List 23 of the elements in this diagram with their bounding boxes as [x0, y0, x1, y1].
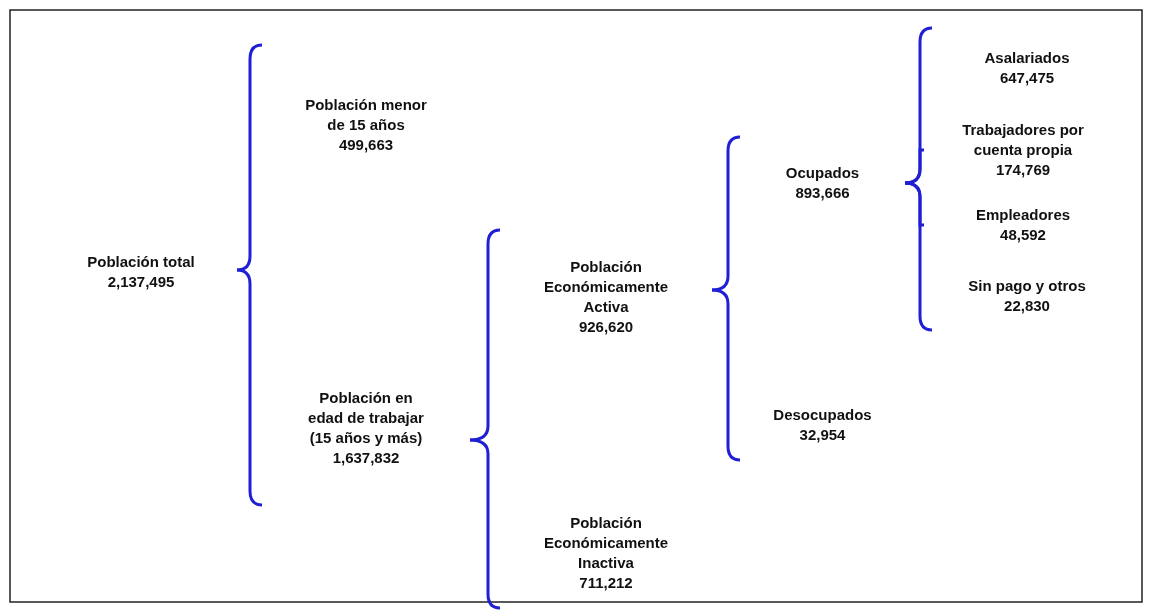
count-value: 22,830: [1004, 296, 1050, 316]
category-label: Población Económicamente Inactiva: [542, 513, 670, 573]
category-label: Ocupados: [785, 163, 860, 183]
count-value: 48,592: [1000, 225, 1046, 245]
count-value: 926,620: [578, 317, 634, 337]
count-value: 893,666: [795, 183, 850, 203]
category-label: Asalariados: [984, 48, 1070, 68]
count-value: 32,954: [799, 425, 846, 445]
category-label: Población Económicamente Activa: [542, 257, 670, 317]
category-label: Población en edad de trabajar (15 años y más): [307, 388, 425, 448]
count-value: 647,475: [999, 68, 1055, 88]
category-label: Población total: [87, 252, 195, 272]
count-value: 711,212: [579, 573, 633, 593]
count-value: 499,663: [338, 135, 394, 155]
count-value: 1,637,832: [332, 448, 400, 468]
count-value: 2,137,495: [107, 272, 175, 292]
count-value: 174,769: [995, 160, 1051, 180]
category-label: Empleadores: [975, 205, 1071, 225]
category-label: Trabajadores por cuenta propia: [961, 120, 1085, 160]
brace-connector: [904, 148, 924, 185]
category-label: Población menor de 15 años: [304, 95, 428, 135]
category-label: Desocupados: [773, 405, 872, 425]
category-label: Sin pago y otros: [968, 276, 1086, 296]
